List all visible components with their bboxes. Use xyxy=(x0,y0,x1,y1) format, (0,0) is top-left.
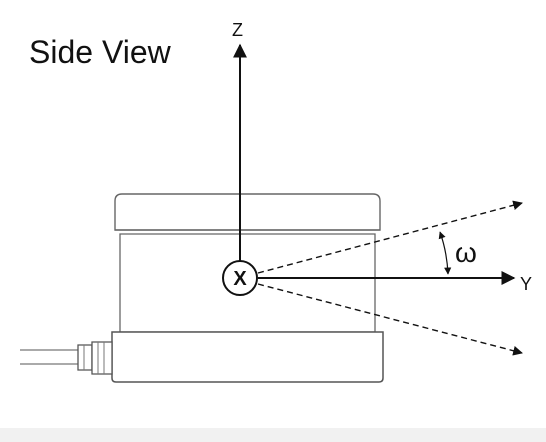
sensor-top-cap xyxy=(114,193,381,231)
z-axis-label: Z xyxy=(232,20,243,40)
x-axis-symbol xyxy=(222,260,258,296)
cable-connector xyxy=(20,341,113,375)
bottom-band xyxy=(0,428,546,442)
lower-scan-ray xyxy=(257,283,523,356)
y-axis-label: Y xyxy=(520,274,532,294)
upper-scan-ray xyxy=(257,200,523,274)
x-axis-label: X xyxy=(233,268,247,290)
diagram-title: Side View xyxy=(29,34,171,70)
sensor-base xyxy=(111,331,384,383)
angle-arc xyxy=(438,231,452,275)
angle-label: ω xyxy=(455,237,477,268)
